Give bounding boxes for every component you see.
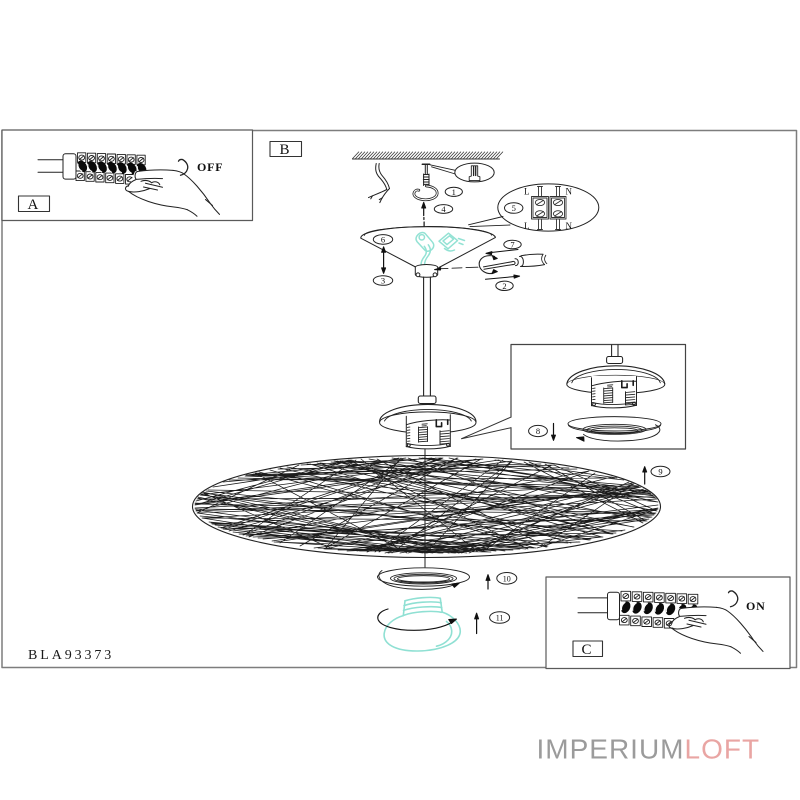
svg-text:IMPERIUMLOFT: IMPERIUMLOFT (537, 734, 761, 765)
svg-text:6: 6 (381, 234, 385, 244)
svg-text:OFF: OFF (197, 160, 223, 174)
svg-text:N: N (566, 187, 573, 197)
svg-text:A: A (28, 197, 39, 213)
svg-text:L: L (524, 221, 530, 231)
svg-text:L: L (524, 187, 530, 197)
svg-text:7: 7 (510, 240, 514, 250)
svg-text:N: N (566, 221, 573, 231)
svg-text:ON: ON (746, 599, 766, 613)
svg-text:9: 9 (658, 467, 662, 477)
svg-text:4: 4 (441, 204, 446, 214)
svg-text:8: 8 (536, 426, 540, 436)
svg-text:C: C (582, 642, 592, 658)
svg-text:3: 3 (381, 276, 385, 286)
svg-text:5: 5 (512, 203, 516, 213)
svg-text:1: 1 (452, 187, 456, 197)
svg-text:B: B (280, 142, 290, 158)
svg-text:11: 11 (496, 614, 504, 623)
svg-text:2: 2 (502, 281, 506, 291)
svg-text:BLA93373: BLA93373 (28, 648, 114, 663)
svg-text:10: 10 (503, 574, 511, 583)
